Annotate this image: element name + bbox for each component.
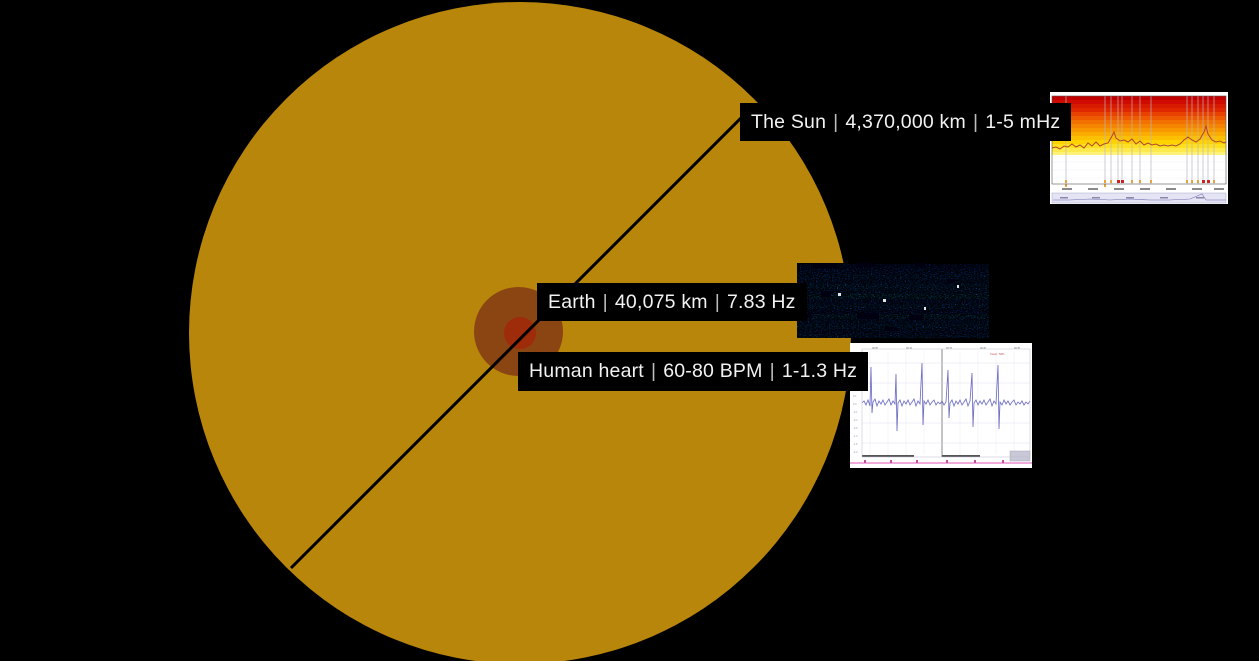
svg-text:-0.3: -0.3 [853,418,858,422]
earth-label-separator-1: | [602,290,608,313]
heart-circle [504,317,536,349]
heart-label-name: Human heart [529,360,644,382]
heart-label-frequency: 1-1.3 Hz [781,360,858,382]
heart-label-separator-1: | [650,360,657,382]
sun-label-frequency: 1-5 mHz [985,110,1061,133]
svg-text:00:10: 00:10 [906,347,913,350]
ecg-waveform-chart: 2.01.5 1.00.5 0.30.1 0.0-0.1 -0.3-0.5 -1… [850,343,1032,468]
svg-text:-0.5: -0.5 [853,426,858,430]
sun-label-size: 4,370,000 km [845,110,966,133]
svg-text:-1.5: -1.5 [853,442,858,446]
label-earth: Earth | 40,075 km | 7.83 Hz [537,283,807,321]
label-the-sun: The Sun | 4,370,000 km | 1-5 mHz [740,103,1072,141]
earth-label-name: Earth [548,290,596,313]
svg-text:00:15: 00:15 [946,347,953,350]
earth-label-frequency: 7.83 Hz [727,290,796,313]
schumann-resonance-spectrogram [797,263,989,338]
svg-text:0.1: 0.1 [853,394,857,398]
sun-label-separator-1: | [833,110,839,133]
svg-text:00:05: 00:05 [872,347,879,350]
svg-text:-2.0: -2.0 [853,450,858,454]
svg-text:-0.1: -0.1 [853,410,858,414]
svg-text:0.0: 0.0 [853,402,857,406]
svg-text:-1.0: -1.0 [853,434,858,438]
svg-text:00:25: 00:25 [1014,347,1021,350]
sun-label-separator-2: | [972,110,979,133]
heart-label-separator-2: | [769,360,775,382]
label-human-heart: Human heart | 60-80 BPM | 1-1.3 Hz [518,352,869,391]
svg-text:Count : 54%: Count : 54% [990,352,1005,356]
heart-label-size: 60-80 BPM [663,360,763,382]
earth-label-separator-2: | [714,290,720,313]
earth-label-size: 40,075 km [614,290,708,313]
svg-text:00:20: 00:20 [980,347,987,350]
solar-xray-flux-chart [1050,92,1228,204]
sun-label-name: The Sun [751,110,827,133]
